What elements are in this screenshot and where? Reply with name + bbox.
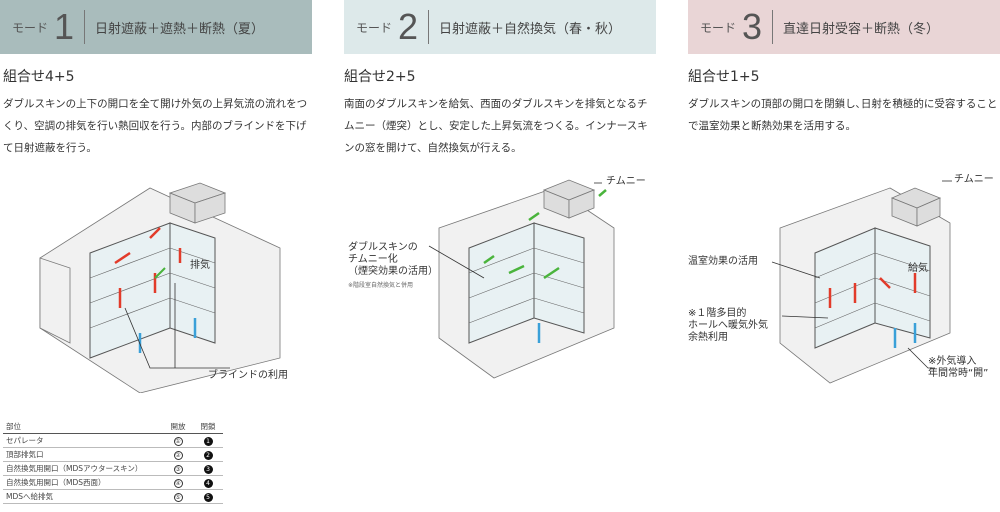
closed-marker: 1 [203,436,213,446]
mode3-combination: 組合せ1+5 [688,69,760,85]
legend-row: セパレータ ① 1 [3,433,223,448]
stairwell-note: ※階段室自然換気と併用 [348,282,414,289]
outside-air-note-1: ※外気導入 [928,356,977,367]
blind-label: ブラインドの利用 [208,370,288,381]
mode-number: 3 [742,6,763,47]
mode1-combination: 組合せ4+5 [3,69,75,85]
closed-marker: 4 [203,478,213,488]
legend-row: MDSへ給排気 ⑤ 5 [3,489,223,504]
double-skin-label: ダブルスキンの [348,242,418,253]
divider [428,10,430,44]
supply-label: 給気 [908,263,928,274]
mode3-header: モード 3 直達日射受容＋断熱（冬） [688,0,1000,54]
chimney-label: チムニー [954,174,994,185]
chimney-label: チムニー [606,176,646,187]
legend-header-closed: 閉鎖 [193,420,223,434]
closed-marker: 5 [203,492,213,502]
legend-header-open: 開放 [163,420,193,434]
mode1-diagram: 排気 ブラインドの利用 [30,168,350,394]
legend-part: 頂部排気口 [3,447,163,462]
mode1-header: モード 1 日射遮蔽＋遮熱＋断熱（夏） [0,0,312,54]
open-marker: ④ [173,478,183,488]
mode2-diagram: チムニー ダブルスキンの チムニー化 （煙突効果の活用） ※階段室自然換気と併用 [344,168,664,393]
legend-part: 自然換気用開口（MDS西面） [3,475,163,490]
mode2-combination: 組合せ2+5 [344,69,416,85]
mode-title: 日射遮蔽＋遮熱＋断熱（夏） [95,21,265,37]
legend-header-row: 部位 開放 閉鎖 [3,420,223,434]
open-marker: ③ [173,464,183,474]
mode-label: モード [356,20,393,35]
divider [84,10,86,44]
mode3-description: ダブルスキンの頂部の開口を閉鎖し､日射を積極的に受容することで温室効果と断熱効果… [688,98,998,132]
mode-title: 直達日射受容＋断熱（冬） [783,21,940,37]
building-illustration [771,180,952,384]
legend-table: 部位 開放 閉鎖 セパレータ ① 1 頂部排気口 ② 2 自然換気用開口（MDSアウター… [3,420,223,504]
stack-effect-label: （煙突効果の活用） [348,266,438,277]
building-illustration [39,182,281,394]
hall-note-3: 余熱利用 [688,332,728,343]
open-marker: ② [173,450,183,460]
legend-row: 自然換気用開口（MDSアウタースキン） ③ 3 [3,461,223,476]
legend-part: 自然換気用開口（MDSアウタースキン） [3,461,163,476]
legend-part: MDSへ給排気 [3,489,163,504]
legend-part: セパレータ [3,433,163,448]
legend-row: 自然換気用開口（MDS西面） ④ 4 [3,475,223,490]
closed-marker: 2 [203,450,213,460]
mode1-description: ダブルスキンの上下の開口を全て開け外気の上昇気流の流れをつくり、空調の排気を行い… [3,98,308,154]
divider [772,10,774,44]
mode-title: 日射遮蔽＋自然換気（春・秋） [439,21,622,37]
open-marker: ① [173,436,183,446]
building-illustration [428,179,615,379]
legend-row: 頂部排気口 ② 2 [3,447,223,462]
closed-marker: 3 [203,464,213,474]
hall-note-2: ホールへ暖気外気 [688,320,768,331]
mode-number: 2 [398,6,419,47]
mode-number: 1 [54,6,75,47]
legend-header-part: 部位 [3,420,163,434]
mode-label: モード [700,20,737,35]
greenhouse-label: 温室効果の活用 [688,256,758,267]
mode3-diagram: チムニー 給気 温室効果の活用 ※１階多目的 ホールへ暖気外気 余熱利用 ※外気… [680,168,1000,393]
mode2-description: 南面のダブルスキンを給気、西面のダブルスキンを排気となるチムニー（煙突）とし、安… [344,98,648,154]
exhaust-label: 排気 [190,260,210,271]
mode-label: モード [12,20,49,35]
hall-note-1: ※１階多目的 [688,308,747,319]
outside-air-note-2: 年間常時“開” [928,368,989,379]
chimney-conversion-label: チムニー化 [348,254,398,265]
open-marker: ⑤ [173,492,183,502]
mode2-header: モード 2 日射遮蔽＋自然換気（春・秋） [344,0,656,54]
